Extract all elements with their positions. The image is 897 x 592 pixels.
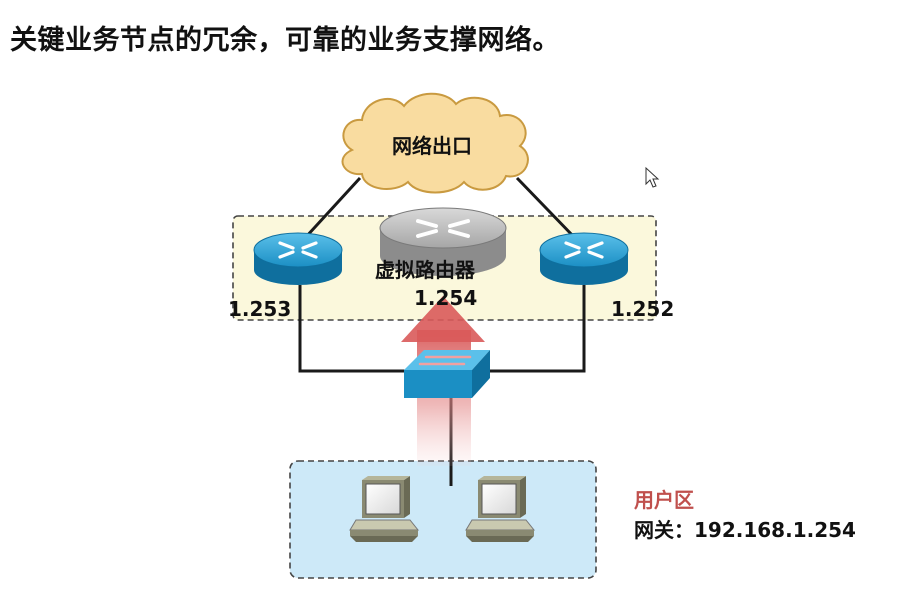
router-icon [253,232,343,285]
pc-icon [349,476,420,542]
virtual-router-icon [379,207,507,276]
left-router-ip: 1.253 [228,297,292,321]
cloud-icon [341,92,529,194]
pc-icon [465,476,536,542]
gateway-label: 网关：192.168.1.254 [634,518,856,542]
right-router-ip: 1.252 [611,297,675,321]
user-zone-label: 用户区 [634,488,694,512]
cursor-icon [645,166,660,188]
switch-icon [404,350,490,398]
cloud-label: 网络出口 [392,134,472,158]
virtual-router-ip: 1.254 [414,286,478,310]
router-icon [539,232,629,285]
user-zone-box [289,460,597,579]
page-title: 关键业务节点的冗余，可靠的业务支撑网络。 [10,25,560,56]
virtual-router-label: 虚拟路由器 [375,258,475,282]
